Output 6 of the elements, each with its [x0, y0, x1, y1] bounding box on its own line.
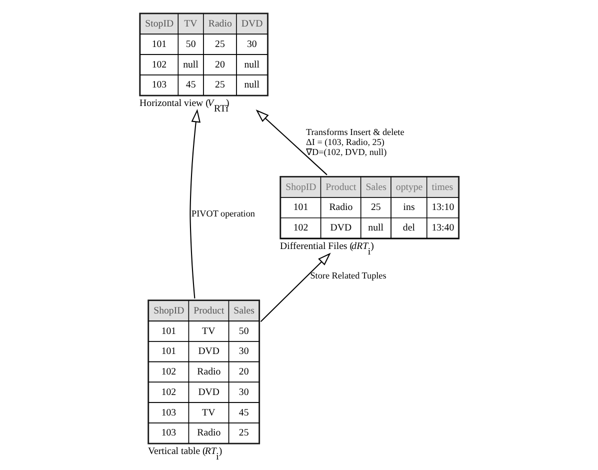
edge-label: Transforms Insert & delete ΔI = (103, Radio, 25) ∇D=(102, DVD, null): [306, 127, 404, 157]
edge-label: PIVOT operation: [192, 208, 255, 219]
arrow: [190, 108, 201, 298]
arrow: [256, 110, 328, 176]
arrow: [260, 252, 331, 322]
edge-label: Store Related Tuples: [310, 270, 386, 280]
